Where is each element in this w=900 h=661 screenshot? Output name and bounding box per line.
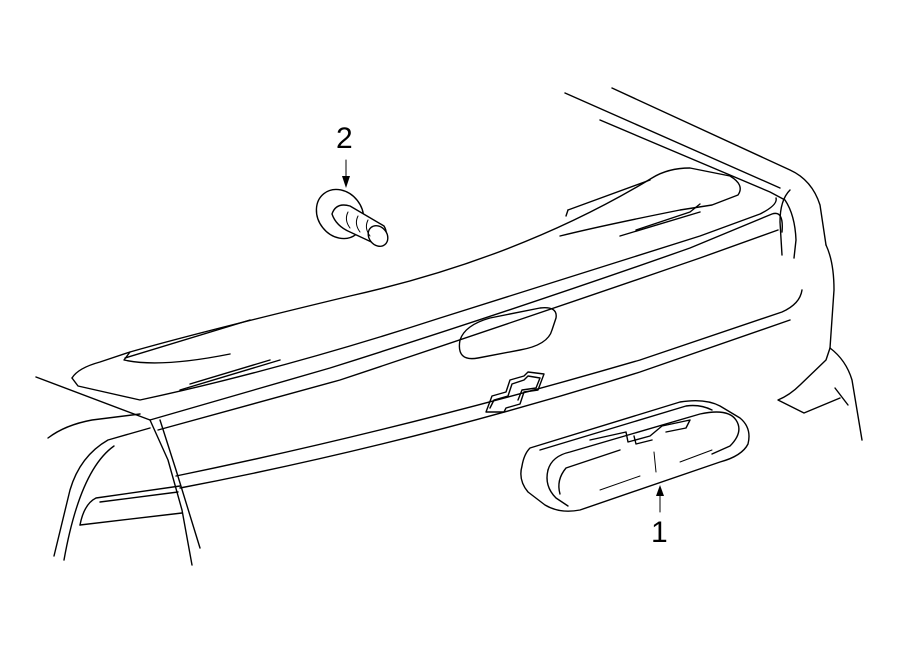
screw-fastener-part: [315, 188, 389, 247]
callout-2-label: 2: [336, 122, 353, 155]
leader-1: [656, 485, 664, 513]
right-body-panel: [564, 87, 863, 441]
leader-2: [342, 159, 350, 188]
tailgate-spoiler: [71, 167, 803, 489]
stop-lamp-part: [520, 399, 750, 512]
left-body-panel: [35, 376, 201, 566]
callout-1-label: 1: [651, 516, 668, 549]
